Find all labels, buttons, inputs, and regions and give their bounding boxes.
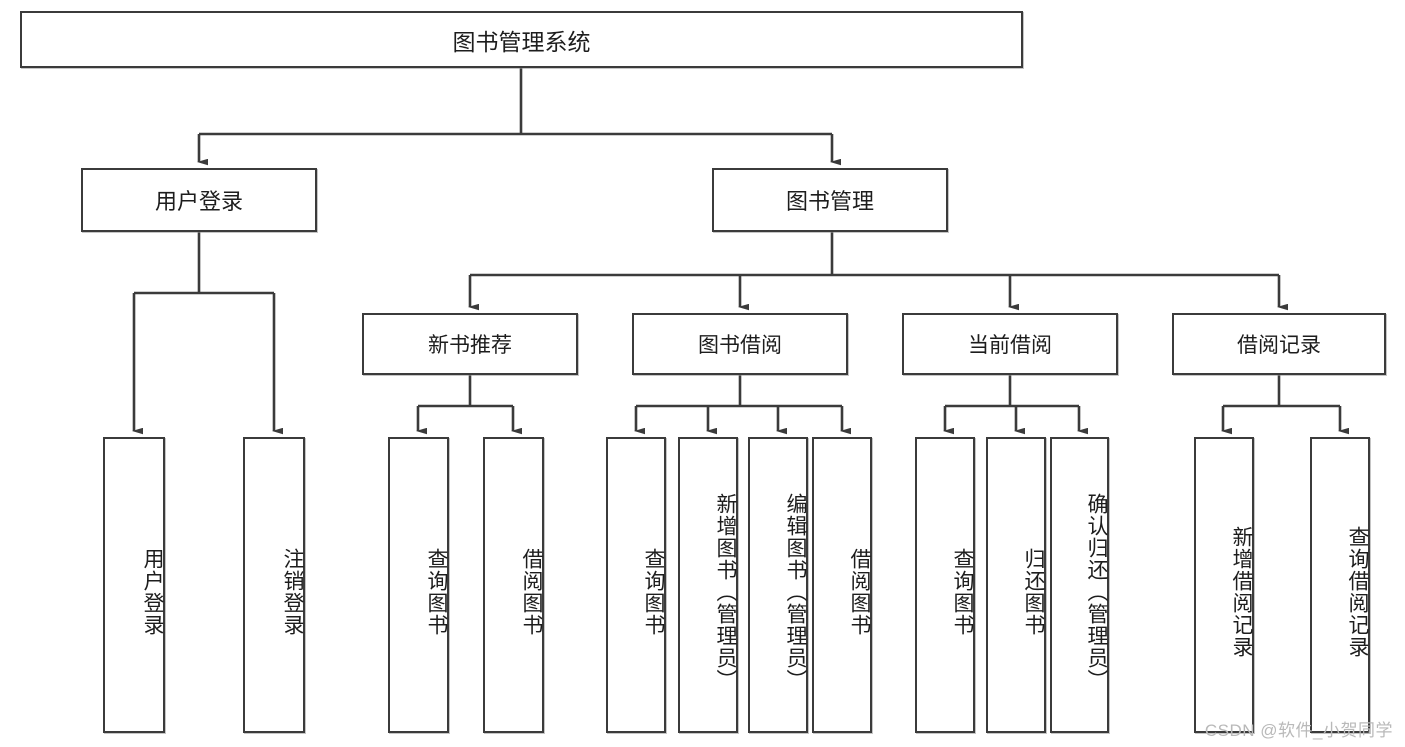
node-new-book-recommend[interactable]: 新书推荐 bbox=[362, 313, 578, 375]
node-book-borrow[interactable]: 图书借阅 bbox=[632, 313, 848, 375]
node-user-login-label: 用户登录 bbox=[154, 189, 243, 214]
node-leaf-return-book-label: 归还图书 bbox=[1022, 548, 1045, 636]
node-borrow-record[interactable]: 借阅记录 bbox=[1172, 313, 1386, 375]
node-book-management-label: 图书管理 bbox=[785, 189, 874, 214]
node-current-borrow[interactable]: 当前借阅 bbox=[902, 313, 1118, 375]
node-leaf-user-logout[interactable]: 注销登录 bbox=[243, 437, 305, 733]
node-leaf-borrow-book-1-label: 借阅图书 bbox=[520, 548, 543, 636]
node-borrow-record-label: 借阅记录 bbox=[1237, 334, 1321, 357]
node-book-borrow-label: 图书借阅 bbox=[698, 334, 782, 357]
watermark: CSDN @软件_小贺同学 bbox=[1204, 721, 1393, 740]
node-current-borrow-label: 当前借阅 bbox=[968, 334, 1052, 357]
node-leaf-borrow-book-1[interactable]: 借阅图书 bbox=[483, 437, 544, 733]
node-leaf-confirm-return[interactable]: 确认归还（管理员） bbox=[1050, 437, 1109, 733]
node-user-login[interactable]: 用户登录 bbox=[81, 168, 317, 232]
node-leaf-return-book[interactable]: 归还图书 bbox=[986, 437, 1046, 733]
node-leaf-add-record[interactable]: 新增借阅记录 bbox=[1194, 437, 1254, 733]
node-leaf-borrow-book-2-label: 借阅图书 bbox=[848, 548, 871, 636]
node-leaf-add-record-label: 新增借阅记录 bbox=[1230, 526, 1253, 658]
node-root-label: 图书管理系统 bbox=[452, 28, 591, 55]
node-leaf-user-login[interactable]: 用户登录 bbox=[103, 437, 165, 733]
node-book-management[interactable]: 图书管理 bbox=[712, 168, 948, 232]
node-leaf-query-book-1[interactable]: 查询图书 bbox=[388, 437, 449, 733]
node-leaf-query-record[interactable]: 查询借阅记录 bbox=[1310, 437, 1370, 733]
node-leaf-query-book-1-label: 查询图书 bbox=[425, 548, 448, 636]
node-leaf-add-book-label: 新增图书（管理员） bbox=[714, 493, 737, 691]
node-root[interactable]: 图书管理系统 bbox=[20, 11, 1023, 68]
node-new-book-recommend-label: 新书推荐 bbox=[428, 334, 512, 357]
node-leaf-query-record-label: 查询借阅记录 bbox=[1346, 526, 1369, 658]
node-leaf-edit-book-label: 编辑图书（管理员） bbox=[784, 493, 807, 691]
node-leaf-edit-book[interactable]: 编辑图书（管理员） bbox=[748, 437, 808, 733]
node-leaf-add-book[interactable]: 新增图书（管理员） bbox=[678, 437, 738, 733]
node-leaf-query-book-3[interactable]: 查询图书 bbox=[915, 437, 975, 733]
node-leaf-query-book-3-label: 查询图书 bbox=[951, 548, 974, 636]
node-leaf-confirm-return-label: 确认归还（管理员） bbox=[1085, 493, 1108, 691]
node-leaf-query-book-2[interactable]: 查询图书 bbox=[606, 437, 666, 733]
node-leaf-user-login-label: 用户登录 bbox=[141, 548, 164, 636]
node-leaf-query-book-2-label: 查询图书 bbox=[642, 548, 665, 636]
node-leaf-borrow-book-2[interactable]: 借阅图书 bbox=[812, 437, 872, 733]
node-leaf-user-logout-label: 注销登录 bbox=[281, 548, 304, 636]
